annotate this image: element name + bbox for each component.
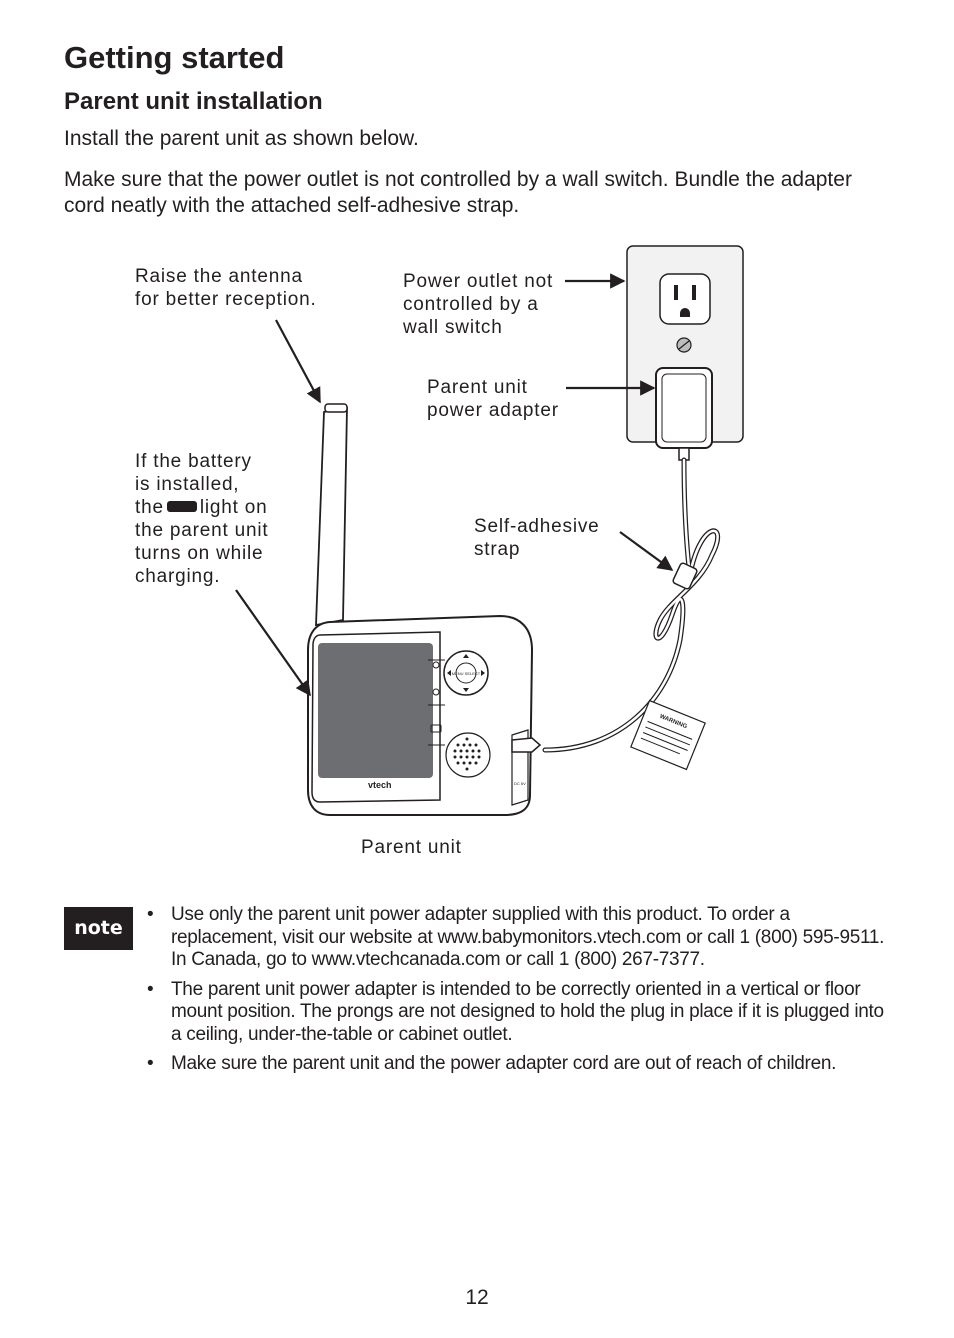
installation-illustration: WARNING vtech MENU SELE	[235, 245, 744, 816]
adapter-callout: Parent unit power adapter	[427, 377, 559, 421]
antenna-callout: Raise the antenna for better reception.	[135, 266, 317, 310]
brand-label: vtech	[368, 780, 392, 790]
parent-unit-shape: vtech MENU SELECT DC 6V	[307, 614, 542, 816]
power-adapter-shape	[655, 367, 713, 461]
intro-instruction: Install the parent unit as shown below.	[64, 127, 419, 150]
installation-figure: WARNING vtech MENU SELE	[135, 245, 744, 858]
screen	[318, 643, 433, 778]
battery-callout-start: If the battery is installed, the	[135, 451, 252, 518]
adapter-cord	[542, 457, 721, 753]
note-item: The parent unit power adapter is intende…	[144, 979, 889, 1047]
speaker-grille	[453, 737, 481, 771]
note-list: Use only the parent unit power adapter s…	[144, 904, 889, 1083]
page-number: 12	[465, 1286, 489, 1309]
section-title: Parent unit installation	[64, 88, 323, 115]
note-item: Make sure the parent unit and the power …	[144, 1053, 889, 1076]
page-title: Getting started	[64, 40, 285, 75]
callout-arrows	[235, 273, 674, 697]
parent-unit-label: Parent unit	[361, 837, 462, 858]
note-item: Use only the parent unit power adapter s…	[144, 904, 889, 972]
outlet-callout: Power outlet not controlled by a wall sw…	[403, 271, 554, 338]
battery-light-icon	[166, 500, 197, 512]
dc-input-label: DC 6V	[514, 781, 526, 786]
strap-shape	[672, 562, 698, 590]
intro-warning: Make sure that the power outlet is not c…	[64, 168, 852, 217]
note-badge: note	[64, 907, 133, 950]
antenna-shape	[315, 403, 348, 627]
warning-tag: WARNING	[630, 699, 706, 771]
menu-button-label: MENU SELECT	[452, 671, 481, 676]
battery-callout-end: light on the parent unit turns on while …	[135, 497, 269, 587]
strap-callout: Self-adhesive strap	[474, 516, 600, 560]
